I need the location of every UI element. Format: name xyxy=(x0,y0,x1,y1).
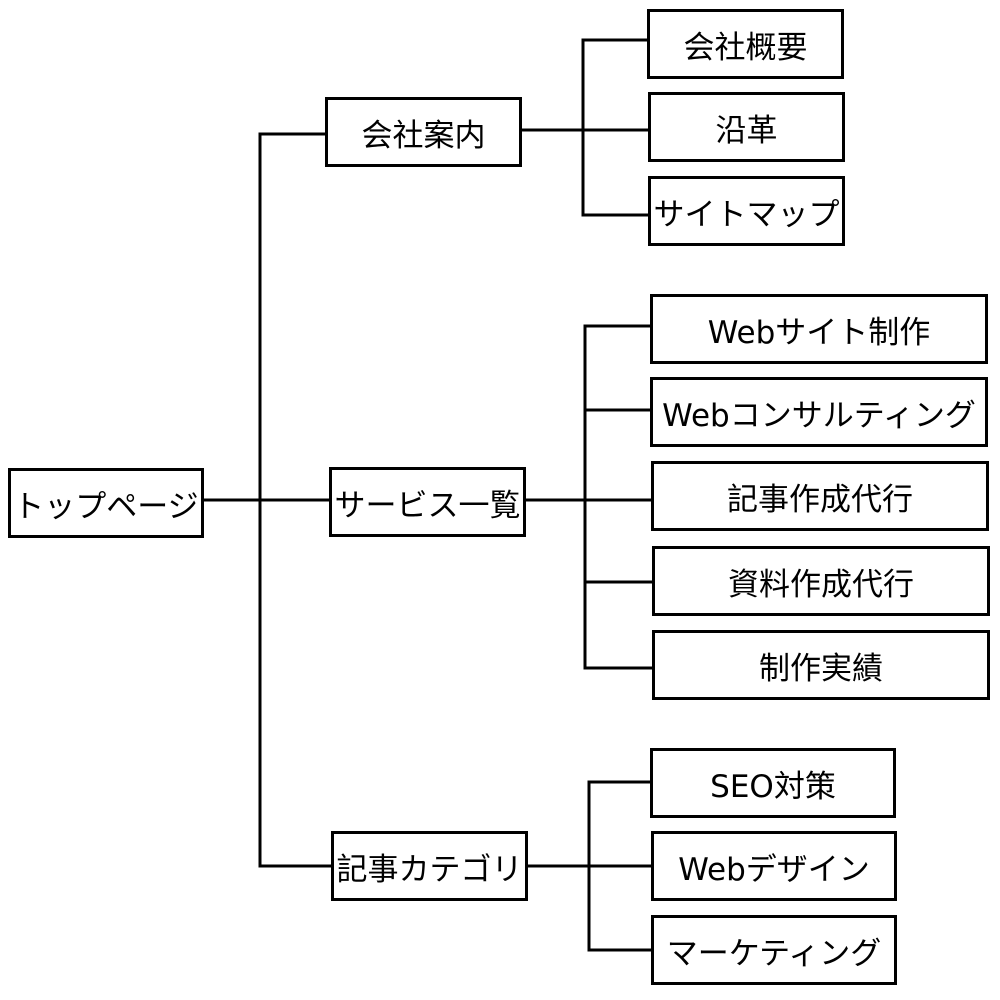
node-company-overview[interactable]: 会社概要 xyxy=(647,9,844,79)
node-label: トップページ xyxy=(13,488,199,525)
node-service-list[interactable]: サービス一覧 xyxy=(329,467,526,537)
node-article-writing[interactable]: 記事作成代行 xyxy=(651,461,989,531)
node-label: SEO対策 xyxy=(710,768,836,805)
node-label: 記事カテゴリ xyxy=(336,851,523,888)
node-marketing[interactable]: マーケティング xyxy=(651,915,897,985)
node-web-production[interactable]: Webサイト制作 xyxy=(650,294,988,364)
node-seo[interactable]: SEO対策 xyxy=(650,748,896,818)
node-label: 沿革 xyxy=(715,112,778,149)
node-web-consulting[interactable]: Webコンサルティング xyxy=(650,377,988,447)
node-label: 制作実績 xyxy=(759,650,883,687)
node-web-design[interactable]: Webデザイン xyxy=(651,831,897,901)
node-label: 資料作成代行 xyxy=(728,566,914,603)
node-sitemap[interactable]: サイトマップ xyxy=(648,176,845,246)
node-label: マーケティング xyxy=(666,935,882,972)
node-company-info[interactable]: 会社案内 xyxy=(325,97,522,167)
node-label: 会社概要 xyxy=(683,29,808,66)
node-label: サービス一覧 xyxy=(334,487,521,524)
node-label: 会社案内 xyxy=(361,117,486,154)
node-label: 記事作成代行 xyxy=(727,481,913,518)
node-label: Webデザイン xyxy=(678,851,870,888)
node-label: サイトマップ xyxy=(653,196,840,233)
node-portfolio[interactable]: 制作実績 xyxy=(652,630,990,700)
node-label: Webサイト制作 xyxy=(707,314,931,351)
node-article-categories[interactable]: 記事カテゴリ xyxy=(331,831,528,901)
node-label: Webコンサルティング xyxy=(662,397,976,434)
node-company-history[interactable]: 沿革 xyxy=(648,92,845,162)
node-top-page[interactable]: トップページ xyxy=(8,468,204,538)
node-document-creation[interactable]: 資料作成代行 xyxy=(652,546,990,616)
